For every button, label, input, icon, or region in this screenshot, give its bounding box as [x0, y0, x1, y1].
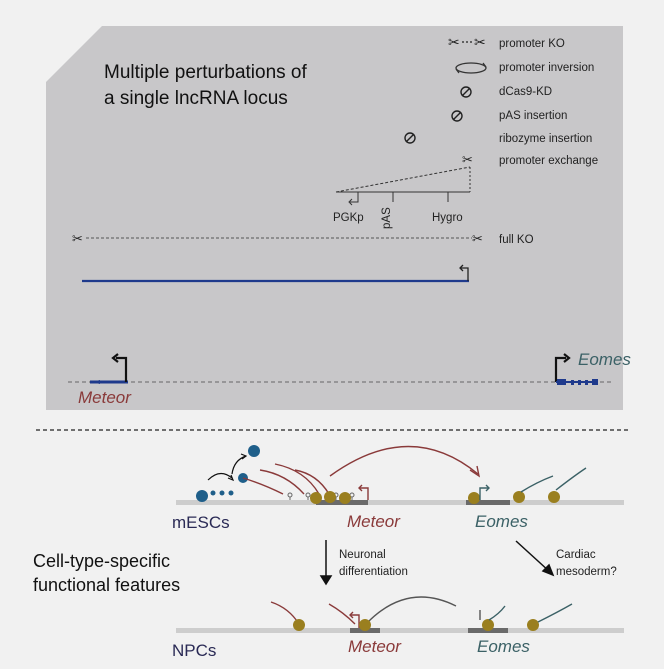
eomes-nascent-strands [520, 467, 587, 493]
neuronal-label-line2: differentiation [339, 566, 408, 578]
cardiac-label-line1: Cardiac [556, 549, 596, 561]
legend-label-ribozyme-insertion: ribozyme insertion [499, 133, 592, 145]
scissors-pair-icon: ✂ ✂ [448, 34, 486, 50]
mescs-meteor-label: Meteor [347, 512, 401, 531]
meteor-to-eomes-arrow [329, 445, 481, 478]
full-ko-label: full KO [499, 234, 534, 246]
meteor-locus-label: Meteor [78, 388, 132, 407]
legend-label-promoter-exchange: promoter exchange [499, 155, 598, 167]
npcs-label: NPCs [172, 641, 216, 660]
top-panel-background [46, 26, 623, 410]
mescs-eomes-label: Eomes [475, 512, 528, 531]
cassette-label-pgkp: PGKp [333, 212, 364, 224]
cardiac-label-line2: mesoderm? [556, 566, 617, 578]
npcs-eomes-label: Eomes [477, 637, 530, 656]
blocked-circle-icon [460, 86, 472, 98]
cell-type-title-line2: functional features [33, 575, 180, 595]
npcs-meteor-promoter-arrow [349, 611, 360, 628]
panel-title-line2: a single lncRNA locus [104, 88, 288, 109]
lncrna-promoter-arrow [459, 264, 469, 281]
panel-title-line1: Multiple perturbations of [104, 62, 307, 83]
mescs-chromatin-bar [176, 500, 624, 505]
legend-label-dcas9-kd: dCas9-KD [499, 86, 552, 98]
eomes-locus-label: Eomes [578, 350, 631, 369]
promoter-exchange-cassette [335, 166, 471, 206]
meteor-gene-model [90, 353, 128, 384]
npcs-eomes-strands [488, 603, 573, 623]
factor-dots [196, 445, 260, 502]
npcs-polymerase-icons [293, 619, 539, 631]
mescs-eomes-region [466, 500, 510, 505]
npcs-chromatin-bar [176, 628, 624, 633]
svg-text:✂: ✂ [474, 34, 486, 50]
polymerase-icons [310, 491, 560, 504]
scissors-icon: ✂ [462, 152, 473, 167]
neuronal-differentiation-arrow [319, 540, 333, 586]
factor-curved-arrows [207, 453, 248, 482]
cassette-label-pas: pAS [381, 207, 393, 229]
legend-label-pas-insertion: pAS insertion [499, 110, 567, 122]
cardiac-mesoderm-arrow [515, 540, 555, 577]
mescs-label: mESCs [172, 513, 230, 532]
blocked-circle-icon [451, 110, 463, 122]
npcs-meteor-label: Meteor [348, 637, 402, 656]
full-ko-left-scissors-icon: ✂ [72, 231, 83, 246]
blocked-circle-icon [404, 132, 416, 144]
cassette-label-hygro: Hygro [432, 212, 463, 224]
nascent-rna-strands [242, 463, 330, 495]
eomes-promoter-arrow [479, 484, 490, 500]
full-ko-right-scissors-icon: ✂ [472, 231, 483, 246]
neuronal-label-line1: Neuronal [339, 549, 386, 561]
legend-label-promoter-inversion: promoter inversion [499, 62, 594, 74]
meteor-promoter-arrow [358, 484, 369, 500]
svg-text:✂: ✂ [448, 34, 460, 50]
inversion-arrows-icon [455, 62, 487, 74]
cell-type-title-line1: Cell-type-specific [33, 551, 170, 571]
legend-label-promoter-ko: promoter KO [499, 38, 565, 50]
eomes-gene-model [554, 353, 598, 385]
